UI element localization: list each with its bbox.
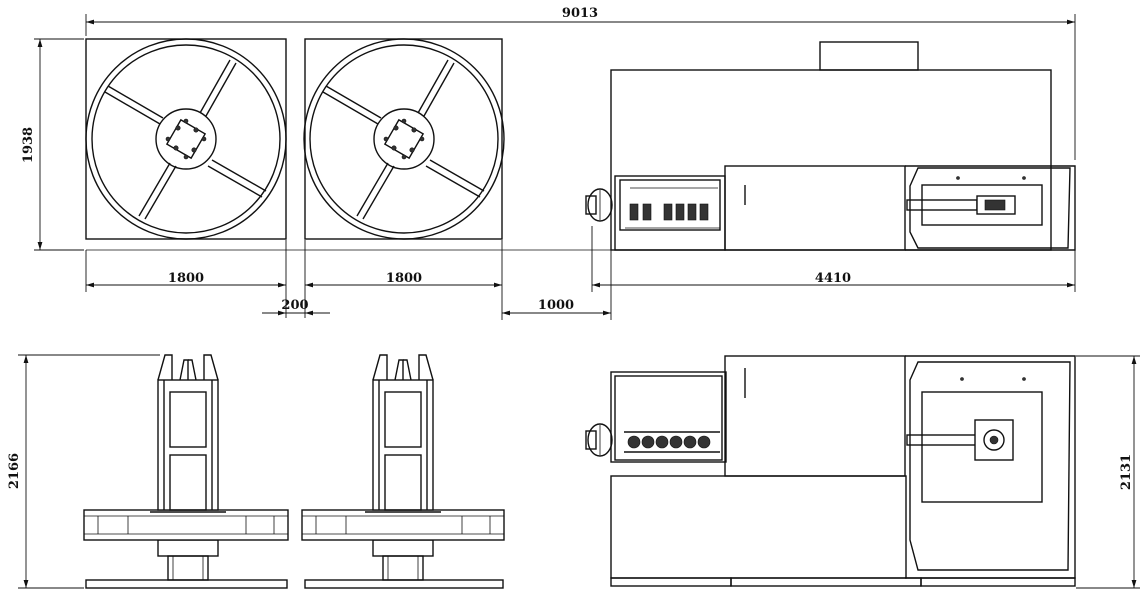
side-dimensions: 2166 2131 [7,354,1140,589]
dim-reel-gap: 200 [281,298,308,313]
top-view [85,38,1076,251]
dim-machine-length: 4410 [815,271,851,286]
reel-2-top-view [303,38,505,240]
dim-overall-height-top: 1938 [21,127,36,163]
reel-1-side-view [83,354,289,589]
reel-1-top-view [85,38,287,240]
dim-overall-length: 9013 [562,6,598,21]
dim-reel2-width: 1800 [386,271,422,286]
roller-set-side [624,431,720,453]
reel-2-side-view [301,354,505,589]
dim-reel1-width: 1800 [168,271,204,286]
side-view [83,354,1076,589]
dim-machine-height-side: 2131 [1119,454,1134,490]
dim-reel-machine-gap: 1000 [538,298,574,313]
top-dimensions: 9013 1938 1800 1800 200 1000 4410 [21,6,1076,320]
roller-set-top [625,187,720,229]
dim-reel-height-side: 2166 [7,453,22,489]
machine-side-view [585,355,1076,587]
machine-top-view [585,41,1076,251]
